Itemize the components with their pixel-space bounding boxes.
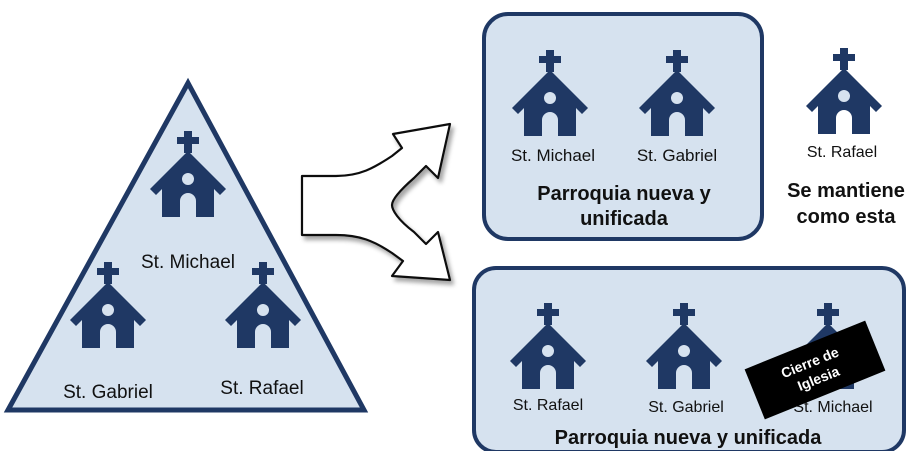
church-icon bbox=[806, 48, 882, 134]
church-label: St. Rafael bbox=[807, 144, 877, 161]
split-arrow-icon bbox=[300, 122, 452, 282]
church-label: St. Rafael bbox=[220, 378, 303, 399]
church-label: St. Michael bbox=[141, 252, 235, 273]
church-label: St. Michael bbox=[511, 146, 595, 165]
church-label: St. Rafael bbox=[513, 397, 583, 414]
church-label: St. Gabriel bbox=[637, 146, 717, 165]
church-label: St. Michael bbox=[793, 399, 872, 416]
church-label: St. Gabriel bbox=[63, 382, 153, 403]
church-label: St. Gabriel bbox=[648, 399, 724, 416]
unified-parish-caption: Parroquia nueva y unificada bbox=[555, 427, 823, 449]
